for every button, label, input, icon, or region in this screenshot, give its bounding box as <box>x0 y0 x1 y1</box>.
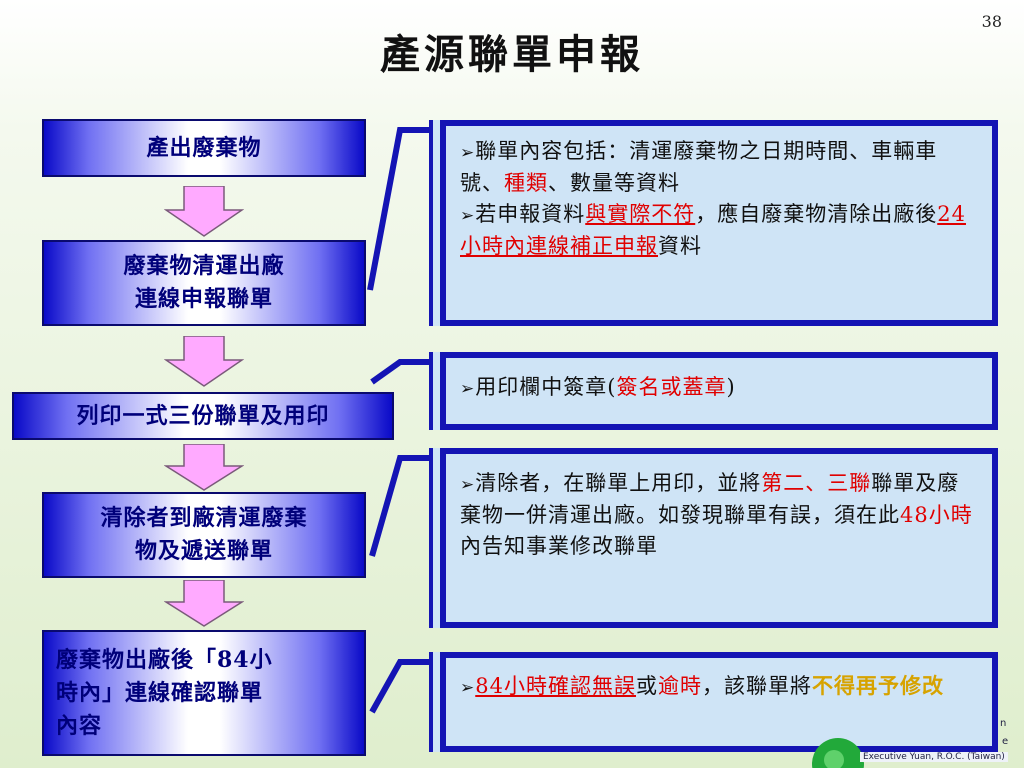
note-text: 聯單內容包括：清運廢棄物之日期時間、車輛車號、 <box>460 139 938 195</box>
note-text: 、數量等資料 <box>548 170 680 195</box>
note-highlight: 與實際不符 <box>585 202 696 226</box>
note-signature: ➢用印欄中簽章(簽名或蓋章) <box>440 352 998 430</box>
note-highlight: 逾時 <box>657 674 702 698</box>
note-transporter: ➢清除者，在聯單上用印，並將第二、三聯聯單及廢棄物一併清運出廠。如發現聯單有誤，… <box>440 448 998 628</box>
step-label-line: 內容 <box>56 712 103 739</box>
bullet-icon: ➢ <box>460 379 476 399</box>
note-highlight: 第二、三聯 <box>761 471 872 495</box>
note-highlight: 24小時內連線補正申報 <box>460 202 966 258</box>
note-text: 用印欄中簽章( <box>475 375 617 399</box>
step-label-line: 連線申報聯單 <box>134 286 273 312</box>
step-label-line: 廢棄物清運出廠 <box>123 253 285 279</box>
executive-yuan-logo-icon: n e <box>812 718 1008 768</box>
logo-fragment: e <box>1002 736 1008 747</box>
step-label-line: 清除者到廠清運廢棄 <box>100 505 308 531</box>
note-text: 聯單及廢棄物一併清運出廠。如發現聯單有誤，須在此 <box>460 471 960 527</box>
step-label: 列印一式三份聯單及用印 <box>76 402 330 429</box>
down-arrow-icon <box>164 580 244 627</box>
note-text: ，應自廢棄物清除出廠後 <box>695 202 938 226</box>
down-arrow-icon <box>164 186 244 237</box>
bullet-icon: ➢ <box>460 475 476 495</box>
note-text: 清除者，在聯單上用印，並將 <box>475 471 762 495</box>
note-manifest-content: ➢聯單內容包括：清運廢棄物之日期時間、車輛車號、種類、數量等資料 ➢若申報資料與… <box>440 120 998 326</box>
note-text: 資料 <box>658 233 702 258</box>
note-highlight: 簽名或蓋章 <box>616 375 727 399</box>
step-label-line: 廢棄物出廠後「84小 <box>56 646 273 673</box>
page-title: 產源聯單申報 <box>380 31 644 78</box>
note-text: 或 <box>635 674 658 698</box>
flow-step-produce-waste: 產出廢棄物 <box>42 119 366 177</box>
down-arrow-icon <box>164 336 244 387</box>
flow-step-online-declare: 廢棄物清運出廠 連線申報聯單 <box>42 240 366 326</box>
bullet-icon: ➢ <box>460 143 476 163</box>
page-number: 38 <box>981 12 1002 31</box>
step-label-line: 物及遞送聯單 <box>134 538 273 564</box>
note-highlight-gold: 不得再予修改 <box>811 673 944 698</box>
logo-caption: Executive Yuan, R.O.C. (Taiwan) <box>860 752 1008 762</box>
step-label-line: 時內」連線確認聯單 <box>56 679 264 706</box>
note-text: ) <box>726 375 736 399</box>
note-highlight: 84小時確認無誤 <box>475 674 636 698</box>
bullet-icon: ➢ <box>460 206 476 226</box>
step-label: 產出廢棄物 <box>146 134 262 161</box>
note-highlight: 48小時 <box>900 502 973 527</box>
flow-step-print-manifest: 列印一式三份聯單及用印 <box>12 392 394 440</box>
note-text: 內告知事業修改聯單 <box>460 534 658 558</box>
flow-step-confirm-manifest: 廢棄物出廠後「84小 時內」連線確認聯單 內容 <box>42 630 366 756</box>
note-highlight: 種類 <box>504 170 548 195</box>
note-text: 若申報資料 <box>475 202 586 226</box>
bullet-icon: ➢ <box>460 678 476 698</box>
down-arrow-icon <box>164 444 244 491</box>
flow-step-transport-waste: 清除者到廠清運廢棄 物及遞送聯單 <box>42 492 366 578</box>
note-text: ，該聯單將 <box>701 674 812 698</box>
logo-fragment: n <box>1000 718 1006 729</box>
note-confirmation: ➢84小時確認無誤或逾時，該聯單將不得再予修改 <box>440 652 998 752</box>
